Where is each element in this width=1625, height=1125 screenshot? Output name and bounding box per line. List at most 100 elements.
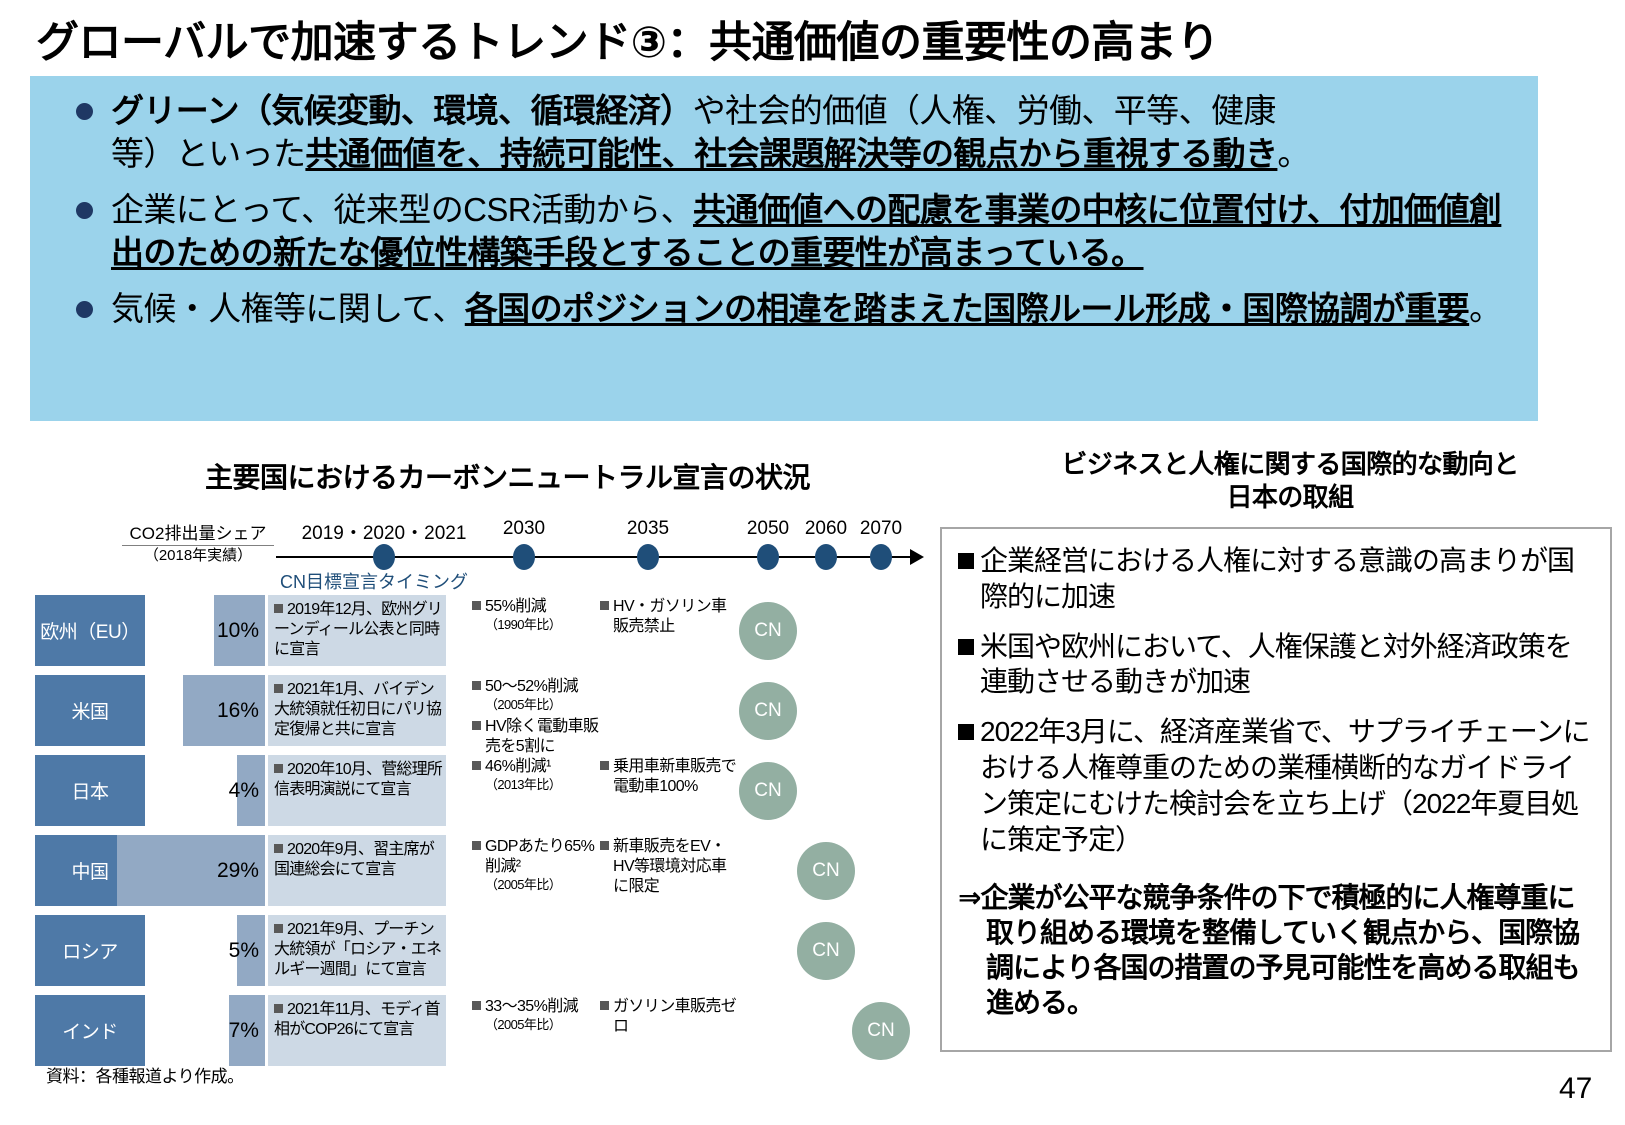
target-2030-note: （1990年比） xyxy=(485,617,562,632)
target-2035: 新車販売をEV・HV等環境対応車に限定 xyxy=(600,837,740,897)
target-2030-main: 46%削減¹ xyxy=(485,758,551,775)
page-number: 47 xyxy=(1559,1072,1593,1105)
share-axis-label: CO2排出量シェア （2018年実績） xyxy=(122,523,274,566)
share-axis-label-sub: （2018年実績） xyxy=(122,545,274,566)
share-bar: 29% xyxy=(117,835,265,906)
timeline-node-icon xyxy=(870,544,892,570)
page-title: グローバルで加速するトレンド③：共通価値の重要性の高まり xyxy=(36,19,1219,67)
declaration-cell: 2021年11月、モディ首相がCOP26にて宣言 xyxy=(268,995,446,1066)
target-2030: 33〜35%削減 （2005年比） xyxy=(472,997,600,1033)
bullet-2-bold: 共通価値への配慮を事業の中核に位置付け、付加価値創出のための新たな優位性構築手段… xyxy=(111,190,1502,271)
share-bar: 16% xyxy=(183,675,265,746)
target-2030-item: GDPあたり65%削減² （2005年比） xyxy=(472,837,600,893)
target-2035-item: 乗用車新車販売で電動車100% xyxy=(600,757,740,797)
square-bullet-icon xyxy=(274,1004,283,1013)
square-bullet-icon xyxy=(958,724,974,741)
timeline-tick-label-2019-2020-2021: 2019・2020・2021 xyxy=(301,523,467,544)
right-panel-item: 企業経営における人権に対する意識の高まりが国際的に加速 xyxy=(958,543,1596,615)
timeline-tick-label-2035: 2035 xyxy=(626,518,670,539)
cn-year-marker: CN xyxy=(797,922,855,980)
chart-title: 主要国におけるカーボンニュートラル宣言の状況 xyxy=(205,462,811,493)
key-points-banner: グリーン（気候変動、環境、循環経済）や社会的価値（人権、労働、平等、健康等）とい… xyxy=(30,76,1538,421)
share-bar-value: 7% xyxy=(228,1018,259,1042)
target-2030-note: （2013年比） xyxy=(485,777,562,792)
share-bar-value: 10% xyxy=(216,618,259,642)
square-bullet-icon xyxy=(472,1001,481,1010)
declaration-cell: 2020年10月、菅総理所信表明演説にて宣言 xyxy=(268,755,446,826)
target-2035-item: ガソリン車販売ゼロ xyxy=(600,997,740,1037)
country-label-cell: インド xyxy=(35,995,145,1066)
timeline-node-icon xyxy=(637,544,659,570)
square-bullet-icon xyxy=(600,761,609,770)
bullet-1-tail: 。 xyxy=(1277,134,1310,172)
bullet-3-pre: 気候・人権等に関して、 xyxy=(111,289,465,327)
share-bar: 7% xyxy=(229,995,265,1066)
target-2030-note: （2005年比） xyxy=(485,1017,562,1032)
bullet-1-mid: や社会的価値（人権、労働、平等、健康 xyxy=(692,92,1277,129)
share-bar-value: 4% xyxy=(228,778,259,802)
target-2035: ガソリン車販売ゼロ xyxy=(600,997,740,1037)
bullet-dot-icon xyxy=(76,300,93,318)
right-panel-title-line1: ビジネスと人権に関する国際的な動向と xyxy=(1061,449,1519,479)
target-2035: HV・ガソリン車販売禁止 xyxy=(600,597,740,637)
source-note: 資料：各種報道より作成。 xyxy=(46,1067,244,1086)
country-label-cell: 日本 xyxy=(35,755,145,826)
target-2035-main: ガソリン車販売ゼロ xyxy=(613,998,737,1035)
square-bullet-icon xyxy=(600,1001,609,1010)
target-2035-main: HV・ガソリン車販売禁止 xyxy=(613,598,727,635)
right-panel-title: ビジネスと人権に関する国際的な動向と 日本の取組 xyxy=(960,448,1620,513)
target-2030-main: 55%削減 xyxy=(485,598,547,615)
target-2030: 50〜52%削減 （2005年比） HV除く電動車販売を5割に xyxy=(472,677,600,757)
square-bullet-icon xyxy=(600,841,609,850)
square-bullet-icon xyxy=(958,553,974,569)
target-2035-item: HV・ガソリン車販売禁止 xyxy=(600,597,740,637)
square-bullet-icon xyxy=(274,764,283,773)
share-bar: 4% xyxy=(229,755,265,826)
square-bullet-icon xyxy=(274,844,283,853)
timeline-axis xyxy=(276,556,914,558)
target-2035-item: 新車販売をEV・HV等環境対応車に限定 xyxy=(600,837,740,897)
declaration-text: 2020年9月、習主席が国連総会にて宣言 xyxy=(274,841,435,878)
cn-year-marker: CN xyxy=(739,602,797,660)
share-axis-label-main: CO2排出量シェア xyxy=(129,524,267,543)
timeline-arrow-icon xyxy=(910,549,924,565)
bullet-text-1: グリーン（気候変動、環境、循環経済）や社会的価値（人権、労働、平等、健康等）とい… xyxy=(111,90,1310,176)
bullet-3-tail: 。 xyxy=(1469,289,1502,327)
declaration-text: 2021年11月、モディ首相がCOP26にて宣言 xyxy=(274,1001,440,1038)
target-2030-item: HV除く電動車販売を5割に xyxy=(472,717,600,757)
bullet-3-bold: 各国のポジションの相違を踏まえた国際ルール形成・国際協調が重要 xyxy=(464,289,1470,327)
timeline-node-icon xyxy=(757,544,779,570)
right-panel-item-text: 2022年3月に、経済産業省で、サプライチェーンにおける人権尊重のための業種横断… xyxy=(980,716,1591,855)
target-2035-main: 新車販売をEV・HV等環境対応車に限定 xyxy=(613,838,727,895)
bullet-item-2: 企業にとって、従来型のCSR活動から、共通価値への配慮を事業の中核に位置付け、付… xyxy=(50,189,1518,275)
target-2030-main: 50〜52%削減 xyxy=(485,678,579,695)
declaration-cell: 2020年9月、習主席が国連総会にて宣言 xyxy=(268,835,446,906)
target-2030-main: GDPあたり65%削減² xyxy=(485,838,595,875)
target-2030-main: 33〜35%削減 xyxy=(485,998,579,1015)
right-panel-title-line2: 日本の取組 xyxy=(1226,481,1354,512)
target-2030-item: 33〜35%削減 （2005年比） xyxy=(472,997,600,1033)
share-bar: 10% xyxy=(214,595,265,666)
bullet-2-pre: 企業にとって、従来型のCSR活動から、 xyxy=(111,190,694,228)
right-panel-item-text: 企業経営における人権に対する意識の高まりが国際的に加速 xyxy=(980,545,1575,612)
right-panel-box: 企業経営における人権に対する意識の高まりが国際的に加速 米国や欧州において、人権… xyxy=(940,527,1612,1052)
cn-timing-label: CN目標宣言タイミング xyxy=(280,572,468,592)
table-row: インド 7% 2021年11月、モディ首相がCOP26にて宣言 33〜35%削減 （20… xyxy=(0,995,1625,1066)
share-bar: 5% xyxy=(229,915,265,986)
square-bullet-icon xyxy=(472,681,481,690)
timeline-tick-label-2070: 2070 xyxy=(859,518,903,539)
target-2030-note: （2005年比） xyxy=(485,697,562,712)
square-bullet-icon xyxy=(472,721,481,731)
bullet-dot-icon xyxy=(76,201,93,219)
target-2035: 乗用車新車販売で電動車100% xyxy=(600,757,740,797)
bullet-text-2: 企業にとって、従来型のCSR活動から、共通価値への配慮を事業の中核に位置付け、付… xyxy=(111,189,1518,275)
declaration-cell: 2019年12月、欧州グリーンディール公表と同時に宣言 xyxy=(268,595,446,666)
bullet-item-1: グリーン（気候変動、環境、循環経済）や社会的価値（人権、労働、平等、健康等）とい… xyxy=(50,90,1518,176)
square-bullet-icon xyxy=(600,601,609,610)
target-2030-note: （2005年比） xyxy=(485,877,562,892)
target-2035-main: 乗用車新車販売で電動車100% xyxy=(613,758,737,795)
